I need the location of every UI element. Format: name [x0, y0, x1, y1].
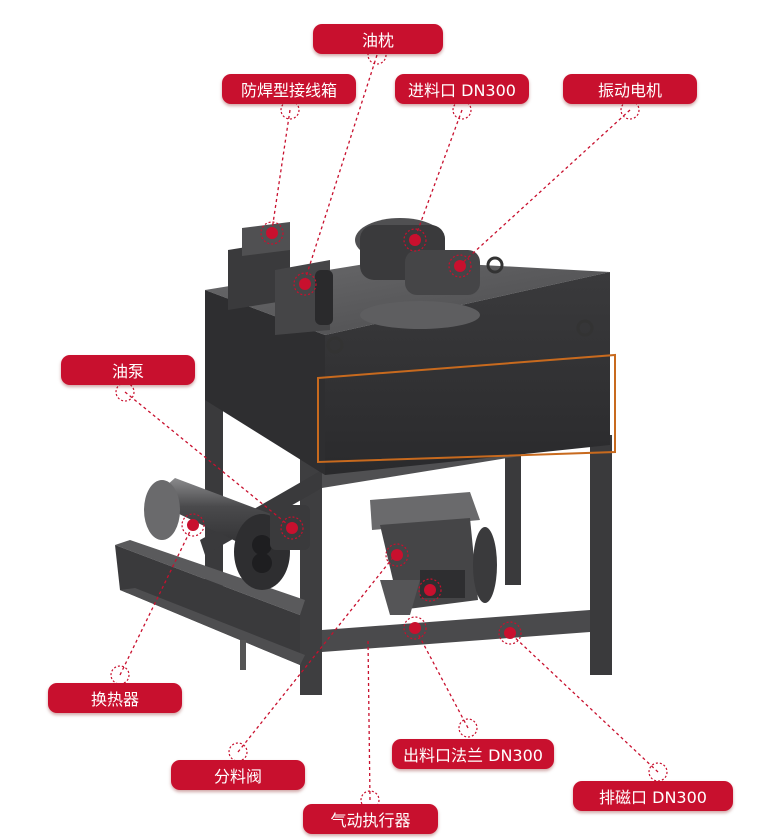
label-oil-pillow: 油枕: [313, 24, 443, 54]
leader-lines: [119, 54, 659, 801]
label-inlet: 进料口 DN300: [395, 74, 529, 104]
label-magnetic-discharge: 排磁口 DN300: [573, 781, 733, 811]
label-junction-box: 防焊型接线箱: [222, 74, 356, 104]
discharge-assembly: [370, 492, 497, 615]
callout-rings: [110, 45, 668, 810]
label-pneumatic-actuator: 气动执行器: [303, 804, 438, 834]
callout-dots: [187, 227, 516, 639]
heat-exchanger-skid: [115, 540, 305, 670]
label-diverter-valve: 分料阀: [171, 760, 305, 790]
label-heat-exchanger: 换热器: [48, 683, 182, 713]
label-vibration-motor: 振动电机: [563, 74, 697, 104]
label-outlet-flange: 出料口法兰 DN300: [392, 739, 554, 769]
heat-exchanger-body: [144, 478, 310, 590]
label-oil-pump: 油泵: [61, 355, 195, 385]
